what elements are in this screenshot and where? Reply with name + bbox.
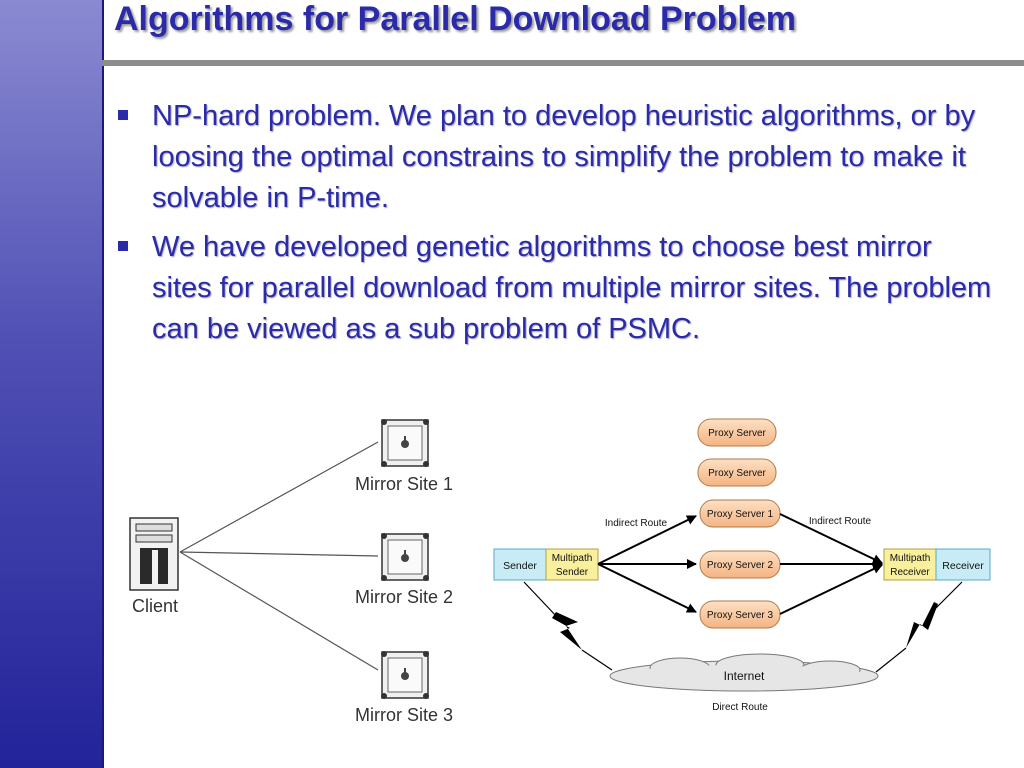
- proxy-server-node: [697, 458, 777, 487]
- proxy-server-label: Proxy Server 3: [707, 610, 774, 621]
- sidebar-band: [0, 0, 104, 768]
- multipath-receiver-box: [883, 548, 937, 581]
- link-client-mirror2: [179, 551, 379, 557]
- multipath-sender-box: [545, 548, 599, 581]
- multipath-receiver-label: Receiver: [890, 567, 930, 578]
- mirror-server-icon: [381, 533, 429, 581]
- proxy-server-label: Proxy Server: [708, 468, 766, 479]
- route-arrow: [779, 513, 883, 564]
- bullet-square-icon: [118, 110, 128, 120]
- internet-label: Internet: [724, 669, 765, 683]
- route-arrow: [779, 564, 883, 615]
- internet-cloud-icon: [609, 653, 879, 692]
- mirror-diagram: Client Mirror Site 1 Mirror Site 2: [129, 419, 453, 725]
- slide-title: Algorithms for Parallel Download Problem: [114, 0, 796, 38]
- route-arrow: [597, 515, 697, 565]
- bullet-item: We have developed genetic algorithms to …: [112, 227, 992, 350]
- mirror-site-label: Mirror Site 2: [355, 587, 453, 607]
- proxy-server-label: Proxy Server 2: [707, 560, 774, 571]
- title-rule: [102, 60, 1024, 66]
- bullet-text: We have developed genetic algorithms to …: [152, 231, 992, 345]
- multipath-receiver-label: Multipath: [890, 553, 931, 564]
- receiver-label: Receiver: [942, 560, 984, 572]
- bullet-list: NP-hard problem. We plan to develop heur…: [112, 96, 992, 358]
- mirror-site-label: Mirror Site 1: [355, 474, 453, 494]
- sender-box: [493, 548, 547, 581]
- bullet-item: NP-hard problem. We plan to develop heur…: [112, 96, 992, 219]
- proxy-server-node: [699, 600, 781, 629]
- sender-label: Sender: [503, 560, 537, 572]
- link-client-mirror3: [179, 551, 379, 671]
- proxy-server-node: [697, 418, 777, 447]
- route-arrow: [597, 563, 697, 613]
- client-computer-icon: [129, 517, 179, 591]
- direct-route-label: Direct Route: [712, 702, 768, 713]
- proxy-diagram: Sender Multipath Sender Multipath Receiv…: [493, 418, 991, 713]
- link-client-mirror1: [179, 441, 379, 553]
- mirror-site-label: Mirror Site 3: [355, 705, 453, 725]
- lightning-bolt-icon: [875, 581, 963, 673]
- mirror-server-icon: [381, 419, 429, 467]
- multipath-sender-label: Sender: [556, 567, 589, 578]
- lightning-bolt-icon: [523, 581, 613, 671]
- proxy-server-node: [699, 499, 781, 528]
- multipath-sender-label: Multipath: [552, 553, 593, 564]
- receiver-box: [935, 548, 991, 581]
- mirror-server-icon: [381, 651, 429, 699]
- bullet-square-icon: [118, 241, 128, 251]
- proxy-server-label: Proxy Server 1: [707, 509, 774, 520]
- proxy-server-label: Proxy Server: [708, 428, 766, 439]
- indirect-route-label: Indirect Route: [809, 516, 872, 527]
- client-label: Client: [132, 596, 178, 616]
- indirect-route-label: Indirect Route: [605, 518, 668, 529]
- bullet-text: NP-hard problem. We plan to develop heur…: [152, 100, 976, 214]
